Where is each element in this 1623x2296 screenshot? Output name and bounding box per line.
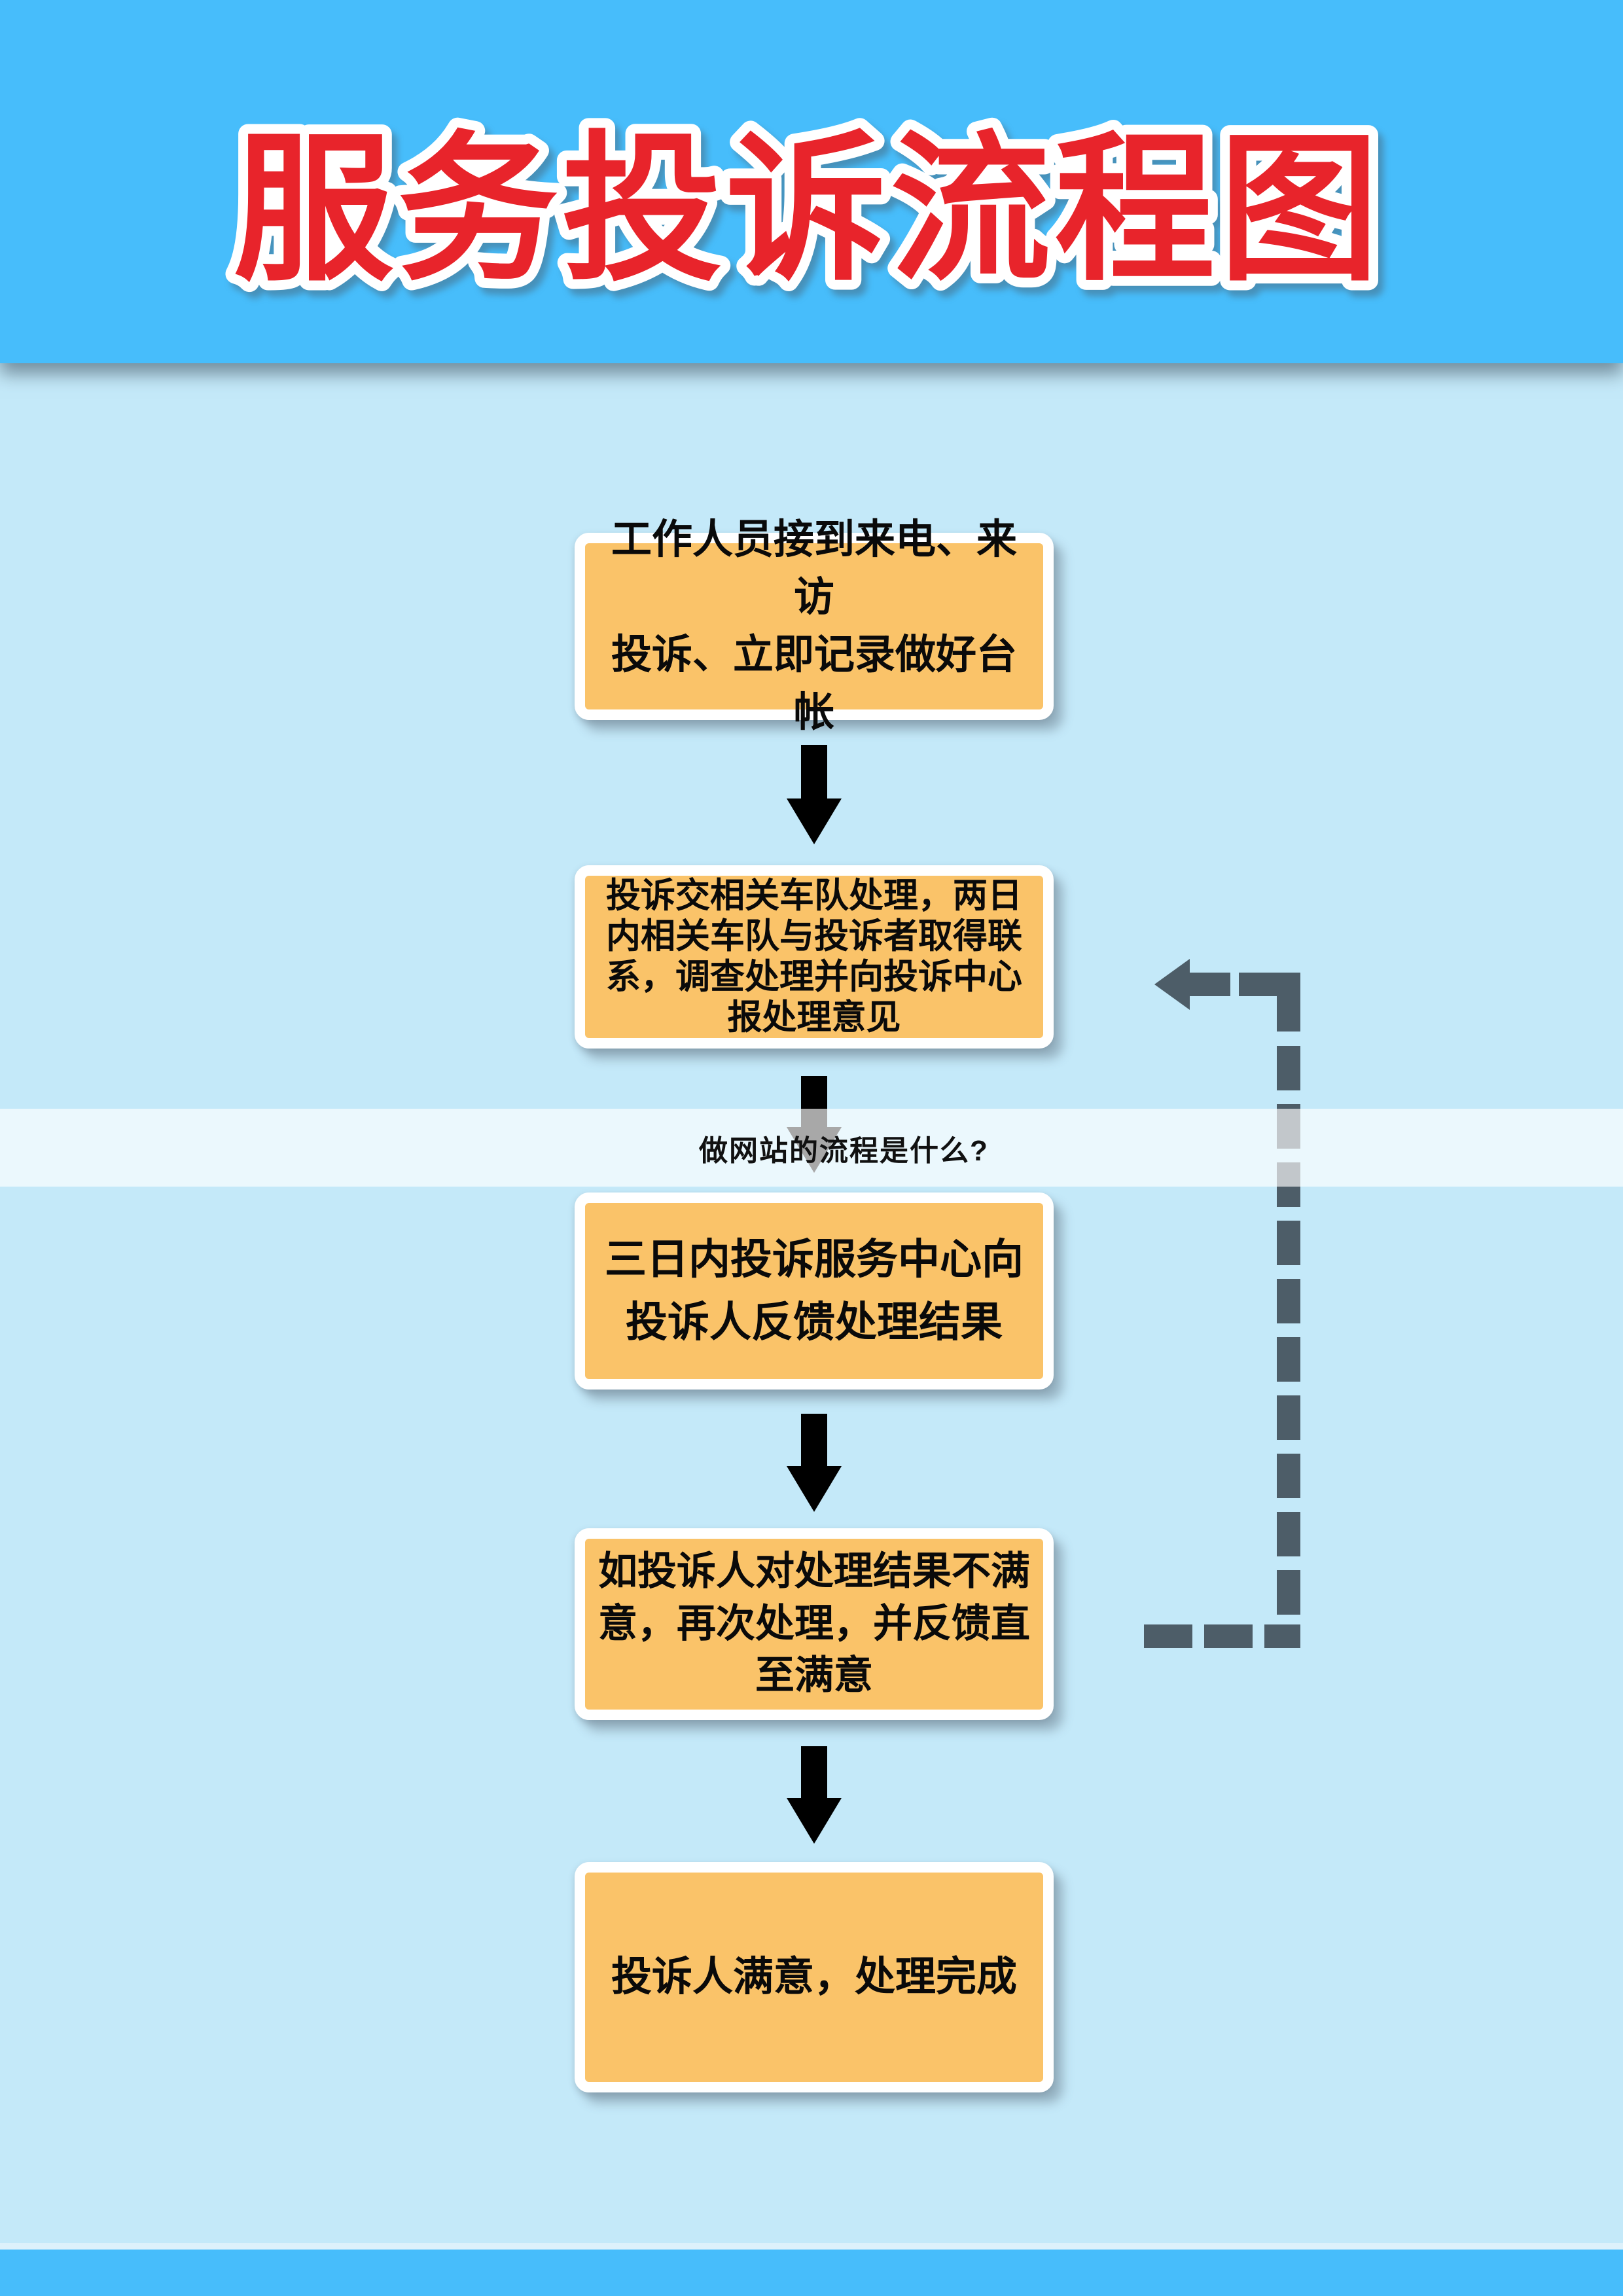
arrow-head bbox=[787, 798, 842, 844]
footer-band bbox=[0, 2250, 1623, 2296]
flow-step-1-label: 工作人员接到来电、来访 投诉、立即记录做好台帐 bbox=[611, 517, 1017, 736]
footer-strip bbox=[0, 2243, 1623, 2250]
flow-step-1: 工作人员接到来电、来访 投诉、立即记录做好台帐 bbox=[575, 518, 1054, 735]
feedback-arrow-shaft bbox=[1190, 973, 1230, 996]
flow-arrow-down-1-icon bbox=[787, 745, 842, 844]
flow-step-4-label: 如投诉人对处理结果不满 意，再次处理，并反馈直 至满意 bbox=[598, 1549, 1030, 1698]
arrow-shaft bbox=[801, 1746, 827, 1798]
header-band: 服务投诉流程图 bbox=[0, 0, 1623, 363]
flow-step-4: 如投诉人对处理结果不满 意，再次处理，并反馈直 至满意 bbox=[575, 1528, 1054, 1720]
flow-step-5: 投诉人满意，处理完成 bbox=[575, 1862, 1054, 2092]
arrow-shaft bbox=[801, 1414, 827, 1466]
arrow-shaft bbox=[801, 745, 827, 798]
flow-step-3-label: 三日内投诉服务中心向 投诉人反馈处理结果 bbox=[605, 1236, 1024, 1346]
feedback-left-arrow-icon bbox=[1154, 959, 1190, 1010]
flow-step-3: 三日内投诉服务中心向 投诉人反馈处理结果 bbox=[575, 1193, 1054, 1390]
feedback-corner-vertical bbox=[1277, 973, 1300, 1031]
flow-step-5-label: 投诉人满意，处理完成 bbox=[611, 1954, 1017, 2000]
flow-step-2: 投诉交相关车队处理，两日 内相关车队与投诉者取得联 系，调查处理并向投诉中心 报… bbox=[575, 865, 1054, 1049]
arrow-head bbox=[787, 1466, 842, 1512]
overlay-band: 做网站的流程是什么? bbox=[0, 1109, 1623, 1187]
flow-arrow-down-4-icon bbox=[787, 1746, 842, 1844]
page-title: 服务投诉流程图 bbox=[234, 120, 1383, 299]
flow-step-2-label: 投诉交相关车队处理，两日 内相关车队与投诉者取得联 系，调查处理并向投诉中心 报… bbox=[606, 877, 1022, 1037]
overlay-caption: 做网站的流程是什么? bbox=[699, 1134, 989, 1167]
page-title-graphic: 服务投诉流程图 bbox=[224, 110, 1389, 309]
feedback-dashed-horizontal-line bbox=[1144, 1624, 1300, 1648]
flow-arrow-down-3-icon bbox=[787, 1414, 842, 1512]
arrow-head bbox=[787, 1798, 842, 1844]
